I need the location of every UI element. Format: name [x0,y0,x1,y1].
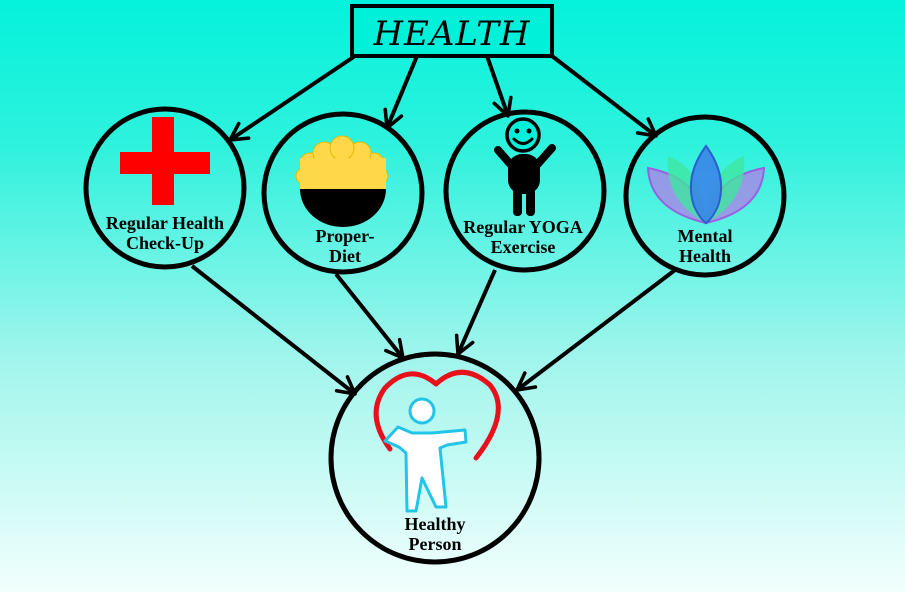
node-regular-health-checkup: Regular Health Check-Up [83,106,247,270]
result-label-line1: Healthy [405,514,466,534]
food-bowl-icon [295,135,389,227]
healthy-person-heart-icon [373,369,501,513]
yoga-label-line1: Regular YOGA [463,217,583,237]
lotus-icon [646,144,766,225]
arrow-mental-to-result [515,268,677,392]
title-box: HEALTH [350,4,554,58]
arrow-title-to-checkup [228,54,357,142]
red-cross-icon [120,117,210,205]
arrow-title-to-diet [383,55,419,130]
diet-label-line2: Diet [329,246,361,266]
node-healthy-person: Healthy Person [328,351,542,565]
diet-label-line1: Proper- [316,226,375,246]
title-arrows [228,54,658,142]
mental-label-line1: Mental [678,226,733,246]
checkup-label-line2: Check-Up [126,233,204,253]
result-label-line2: Person [409,534,462,554]
arrow-checkup-to-result [190,264,357,396]
node-regular-yoga-exercise: Regular YOGA Exercise [443,109,607,273]
arrow-diet-to-result [334,272,405,360]
mental-label-line2: Health [679,246,731,266]
arrow-title-to-mental [550,54,658,138]
stick-figure-icon [494,117,556,216]
checkup-label-line1: Regular Health [106,213,224,233]
result-arrows [190,264,677,396]
yoga-label-line2: Exercise [491,237,556,257]
arrow-yoga-to-result [454,269,497,356]
node-mental-health: Mental Health [623,114,787,278]
arrow-title-to-yoga [485,55,513,118]
title-text: HEALTH [372,14,531,54]
node-proper-diet: Proper- Diet [261,111,425,275]
